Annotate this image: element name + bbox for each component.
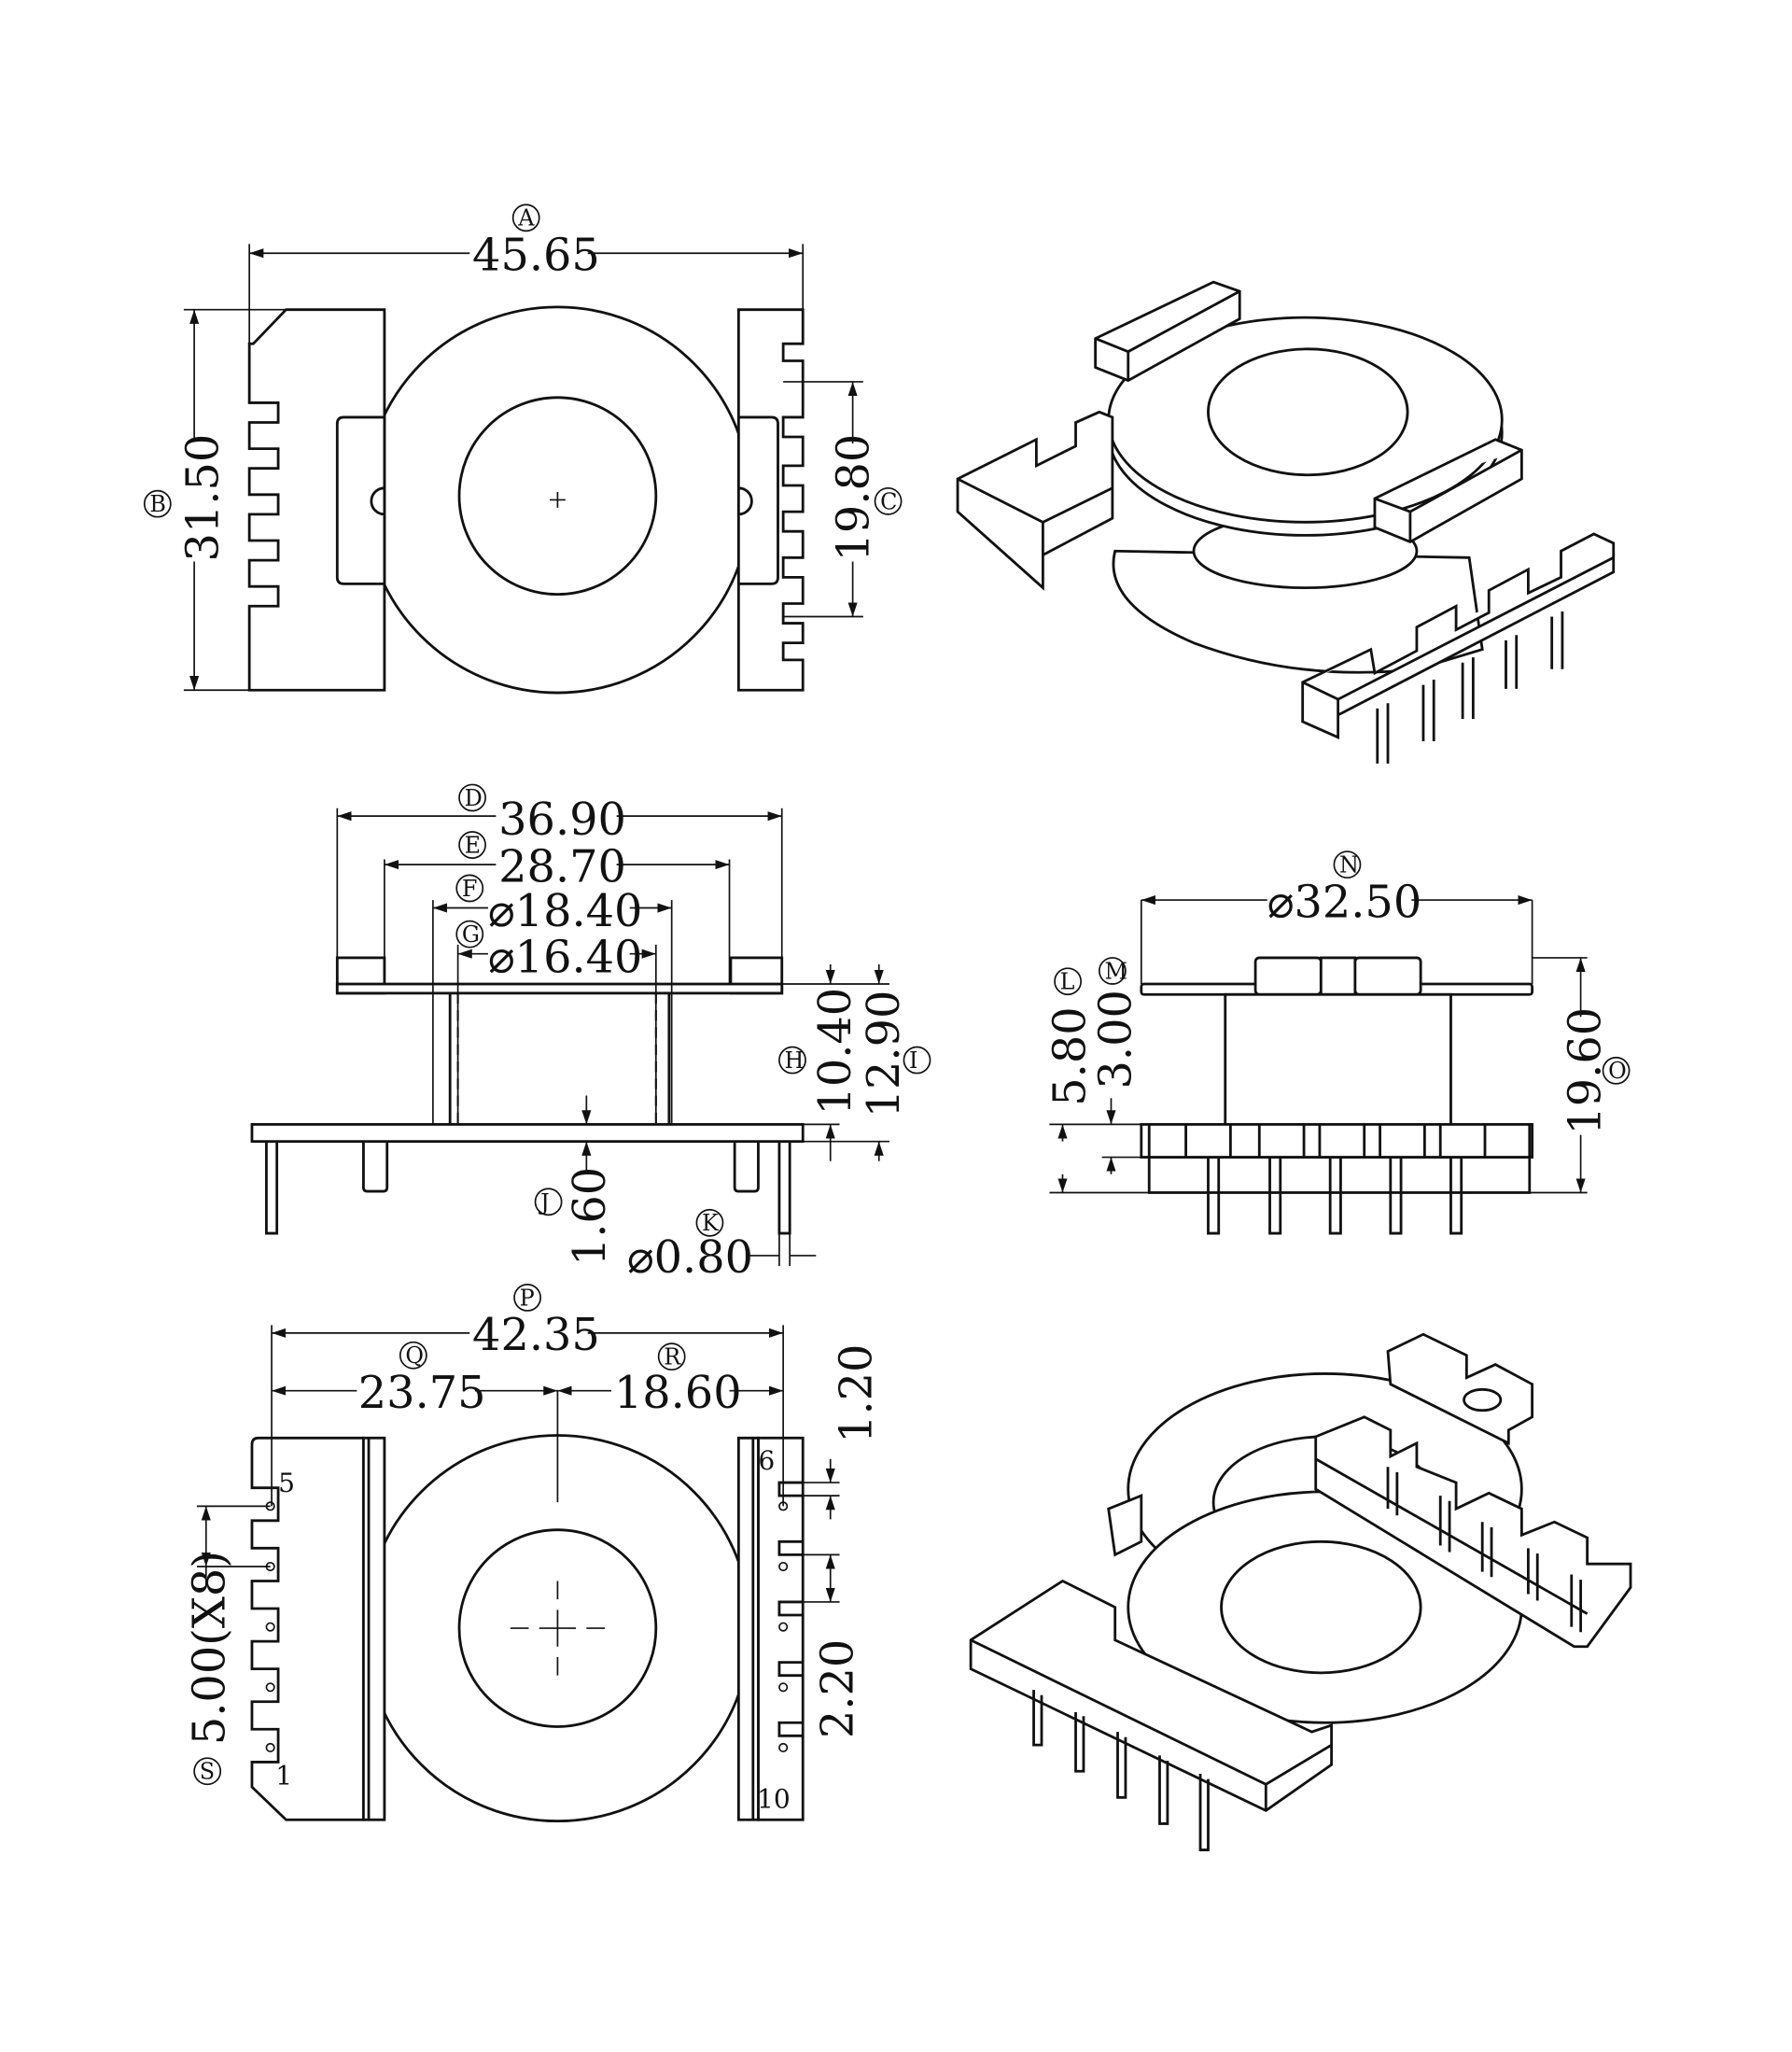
dim-E-value: 28.70 (498, 841, 626, 892)
dim-G-tag: G (462, 921, 480, 948)
dim-J-value: 1.60 (565, 1167, 616, 1266)
pitch-large-value: 2.20 (813, 1639, 864, 1738)
dim-I-tag: I (909, 1047, 917, 1074)
dim-L-value: 5.80 (1044, 1006, 1096, 1105)
dim-S-tag: S (200, 1759, 215, 1785)
top-view: A 45.65 31.50 B 19.80 C (143, 204, 903, 695)
dim-Q-tag: Q (405, 1342, 424, 1369)
dim-R-value: 18.60 (614, 1368, 742, 1419)
dim-Q-value: 23.75 (358, 1368, 486, 1419)
pitch-small-value: 1.20 (831, 1344, 882, 1443)
dim-C-value: 19.80 (828, 434, 879, 562)
pin-label-6: 6 (758, 1445, 775, 1476)
dim-P-tag: P (520, 1285, 535, 1311)
dim-O-value: 19.60 (1561, 1007, 1612, 1135)
dim-B-tag: B (149, 491, 166, 517)
dim-B-value: 31.50 (177, 434, 229, 562)
pin-label-5: 5 (278, 1468, 295, 1498)
isometric-view-top (956, 280, 1616, 764)
left-terminal-block (247, 308, 386, 692)
side-view: ⌀32.50 N 5.80 L 3.00 M 19.60 O (1044, 850, 1631, 1235)
dim-J-tag: J (539, 1189, 550, 1216)
dim-P-value: 42.35 (472, 1310, 600, 1361)
dim-N-tag: N (1339, 852, 1359, 878)
left-core-slot (335, 415, 386, 585)
dim-S-value: 5.00(X8) (184, 1551, 235, 1745)
dim-L-tag: L (1060, 969, 1075, 995)
dim-E-tag: E (465, 832, 481, 858)
dim-A-value: 45.65 (472, 231, 600, 282)
dim-O-tag: O (1608, 1058, 1627, 1084)
pin-label-1: 1 (275, 1760, 292, 1791)
bottom-view: 5 1 6 10 42.35 P 23.75 Q 18.60 R 5.00(X8… (184, 1284, 882, 1823)
dim-G-value: ⌀16.40 (488, 932, 643, 983)
dim-D-tag: D (465, 785, 483, 811)
front-view: D 36.90 E 28.70 F ⌀18.40 G ⌀16.40 10.40 … (250, 783, 931, 1284)
dim-K-value: ⌀0.80 (627, 1232, 753, 1284)
dim-M-tag: M (1104, 958, 1127, 984)
right-core-slot (736, 415, 779, 585)
dim-K-tag: K (702, 1210, 720, 1236)
dim-H-value: 10.40 (810, 988, 861, 1116)
dim-A-tag: A (517, 205, 535, 232)
dim-I-value: 12.90 (859, 991, 910, 1118)
center-mark (549, 492, 566, 508)
dim-R-tag: R (664, 1344, 681, 1370)
dim-M-value: 3.00 (1091, 990, 1142, 1089)
pin-label-10: 10 (757, 1784, 791, 1815)
dim-F-tag: F (462, 876, 478, 902)
dim-F-value: ⌀18.40 (488, 886, 643, 937)
isometric-view-bottom (969, 1332, 1632, 1851)
dim-C-tag: C (880, 488, 897, 514)
dim-N-value: ⌀32.50 (1267, 877, 1422, 928)
dim-D-value: 36.90 (498, 794, 626, 846)
dim-H-tag: H (785, 1047, 805, 1074)
